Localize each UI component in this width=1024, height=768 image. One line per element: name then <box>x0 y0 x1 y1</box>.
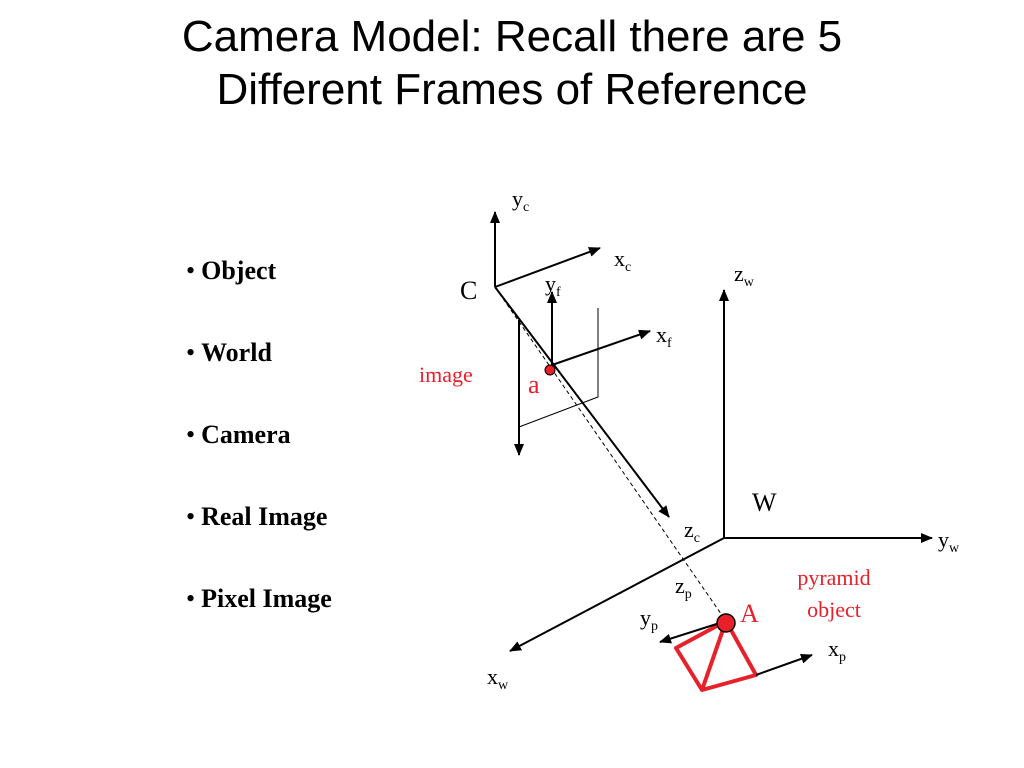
bullet-dot-icon: • <box>186 420 196 449</box>
camera-y-label: yc <box>512 186 529 215</box>
camera-frame <box>490 211 670 518</box>
camera-origin-label: C <box>460 276 477 305</box>
camera-x-axis <box>494 247 601 288</box>
bullet-label: World <box>201 338 272 367</box>
pyramid-edge <box>700 620 728 691</box>
bullet-dot-icon: • <box>186 502 196 531</box>
image-plane-outline <box>518 308 599 428</box>
bullet-camera: •Camera <box>186 417 332 499</box>
bullet-real-image: •Real Image <box>186 499 332 581</box>
title-line-1: Camera Model: Recall there are 5 <box>181 12 843 61</box>
projection-ray <box>494 286 727 622</box>
pyramid-frame <box>659 620 813 676</box>
frames-list: •Object •World •Camera •Real Image •Pixe… <box>186 253 332 663</box>
pyramid-y-axis <box>659 620 727 644</box>
image-point-marker <box>544 364 556 376</box>
world-frame <box>509 289 933 652</box>
camera-z-label: zc <box>684 517 700 546</box>
title-line-2: Different Frames of Reference <box>216 65 808 114</box>
bullet-label: Pixel Image <box>201 584 332 613</box>
slide-title: Camera Model: Recall there are 5 Differe… <box>0 10 1024 116</box>
camera-z-axis <box>494 286 670 518</box>
bullet-dot-icon: • <box>186 256 196 285</box>
pyramid-object <box>674 619 758 692</box>
image-label: image <box>419 362 473 387</box>
pyramid-z-label: zp <box>675 573 692 602</box>
world-x-axis <box>509 537 725 652</box>
bullet-dot-icon: • <box>186 584 196 613</box>
bullet-label: Real Image <box>201 502 328 531</box>
image-y-label: yf <box>545 271 561 300</box>
object-label-line-1: pyramid <box>797 565 870 590</box>
world-y-label: yw <box>938 527 960 556</box>
bullet-world: •World <box>186 335 332 417</box>
image-x-axis <box>551 329 651 366</box>
object-point-label: A <box>740 599 759 628</box>
world-z-label: zw <box>734 261 755 290</box>
image-plane <box>514 291 651 456</box>
bullet-label: Object <box>201 256 277 285</box>
bullet-dot-icon: • <box>186 338 196 367</box>
world-origin-label: W <box>752 488 777 517</box>
image-point-label: a <box>528 370 540 399</box>
object-point-marker <box>716 613 736 633</box>
bullet-object: •Object <box>186 253 332 335</box>
bullet-pixel-image: •Pixel Image <box>186 581 332 663</box>
pyramid-y-label: yp <box>640 605 658 634</box>
pyramid-x-label: xp <box>828 636 846 665</box>
image-x-label: xf <box>656 322 672 351</box>
pyramid-x-axis <box>755 653 813 676</box>
world-x-label: xw <box>487 664 509 693</box>
camera-x-label: xc <box>614 246 631 275</box>
bullet-label: Camera <box>201 420 291 449</box>
object-label-line-2: object <box>807 597 861 622</box>
